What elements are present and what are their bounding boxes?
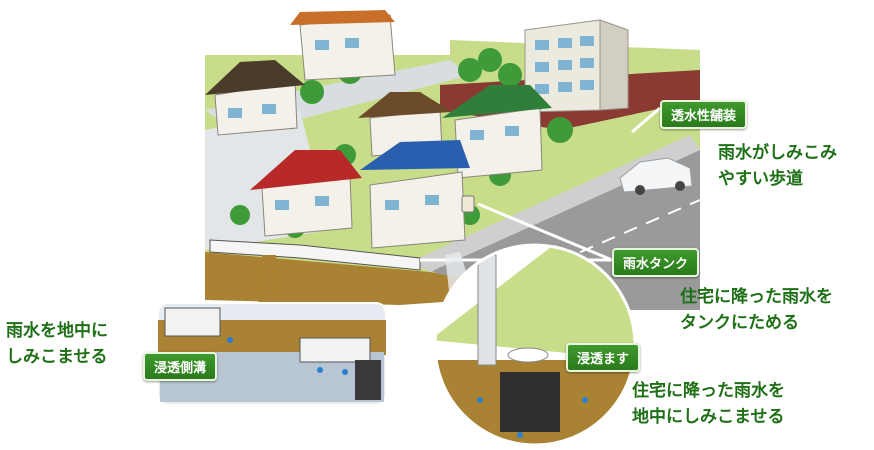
basin-note-line1: 住宅に降った雨水を bbox=[632, 381, 785, 401]
sidewalk bbox=[410, 135, 700, 272]
rain-tank-shape bbox=[461, 195, 475, 213]
rain-tank-label: 雨水タンク bbox=[612, 248, 700, 277]
tank-note-line2: タンクにためる bbox=[680, 313, 799, 333]
house-green-roof bbox=[442, 85, 552, 179]
house-red-roof bbox=[250, 150, 362, 237]
tank-note-line1: 住宅に降った雨水を bbox=[680, 287, 833, 307]
apartment-building bbox=[524, 19, 629, 113]
gutter-note: 雨水を地中に しみこませる bbox=[6, 318, 108, 370]
car bbox=[619, 157, 693, 195]
infiltration-gutter-label: 浸透側溝 bbox=[143, 352, 218, 381]
house-brown-roof-left bbox=[205, 60, 305, 136]
infiltration-basin-label: 浸透ます bbox=[566, 343, 641, 372]
gutter-note-line1: 雨水を地中に bbox=[6, 321, 108, 341]
soil-edge bbox=[205, 252, 500, 305]
gutter-note-line2: しみこませる bbox=[6, 347, 108, 367]
basin-note: 住宅に降った雨水を 地中にしみこませる bbox=[632, 378, 785, 430]
permeable-pavement-label: 透水性舗装 bbox=[660, 100, 748, 129]
house-orange-roof bbox=[290, 10, 396, 81]
sidewalk-note-line2: やすい歩道 bbox=[718, 169, 803, 189]
basin-note-line2: 地中にしみこませる bbox=[632, 407, 785, 427]
sidewalk-note-line1: 雨水がしみこみ bbox=[718, 143, 837, 163]
gutter-channel bbox=[209, 239, 421, 271]
tank-note: 住宅に降った雨水を タンクにためる bbox=[680, 284, 833, 336]
sidewalk-note: 雨水がしみこみ やすい歩道 bbox=[718, 140, 837, 192]
house-blue-roof bbox=[360, 140, 470, 249]
